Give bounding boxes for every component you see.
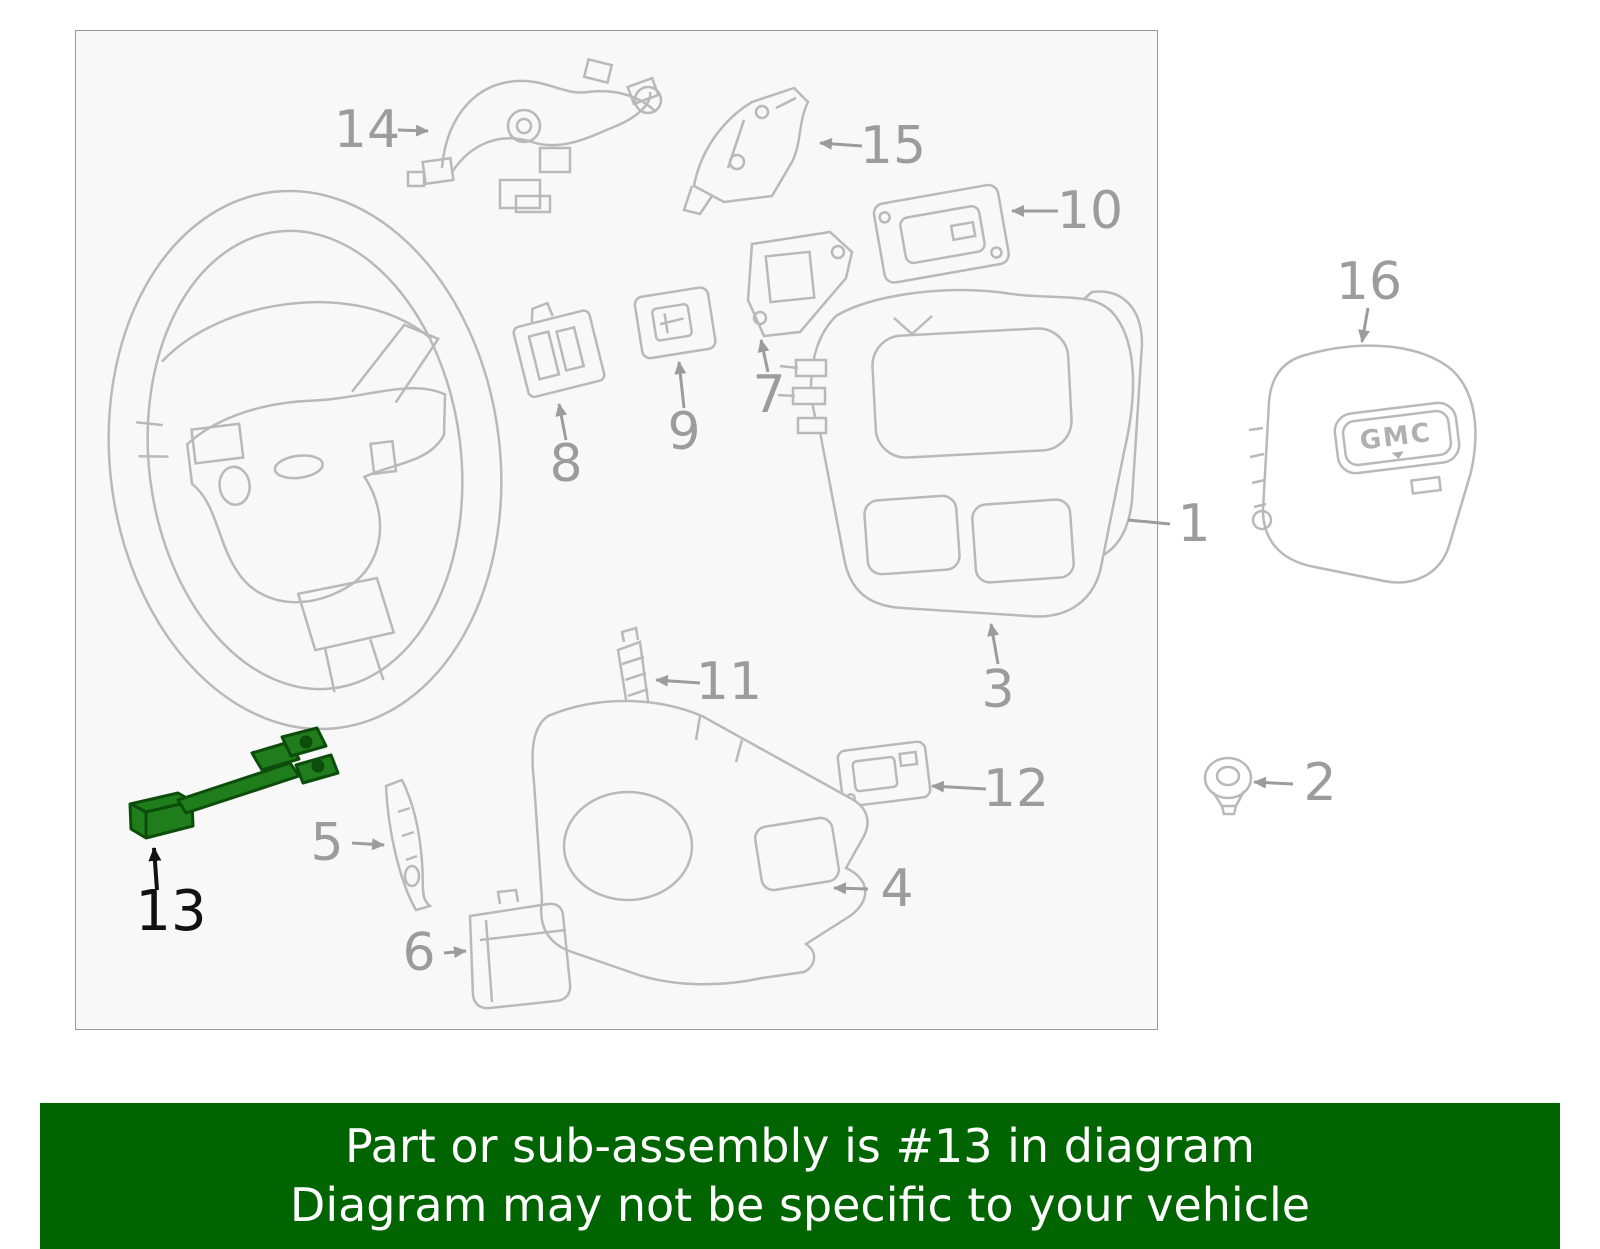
part-label-13-highlighted: 13	[135, 879, 207, 944]
part-label-12: 12	[982, 759, 1050, 819]
switch-9-drawing	[633, 286, 717, 360]
horn-pad-16-drawing: GMC	[1248, 344, 1477, 584]
bracket-7-drawing	[746, 230, 854, 338]
harness-13-highlight	[128, 726, 340, 840]
airbag-module-drawing	[777, 288, 1144, 618]
part-label-3: 3	[981, 660, 1015, 720]
blade-5-drawing	[384, 778, 433, 912]
diagram-line-art: GMC	[107, 57, 1477, 1010]
part-label-4: 4	[880, 859, 914, 919]
part-label-5: 5	[310, 813, 344, 873]
bracket-8-drawing	[512, 301, 606, 399]
part-label-6: 6	[402, 923, 436, 983]
banner-line-2: Diagram may not be specific to your vehi…	[289, 1178, 1311, 1232]
highlight-banner: Part or sub-assembly is #13 in diagram D…	[40, 1103, 1560, 1249]
wiring-harness-14-drawing	[406, 57, 663, 214]
part-label-7: 7	[752, 365, 786, 425]
part-label-8: 8	[549, 434, 583, 494]
label-arrows	[351, 124, 1370, 959]
cover-6-drawing	[468, 888, 572, 1010]
bracket-15-drawing	[682, 86, 810, 216]
part-label-10: 10	[1056, 181, 1124, 241]
gmc-emblem-text: GMC	[1358, 418, 1433, 457]
label-13-arrow	[148, 847, 162, 891]
module-10-drawing	[872, 183, 1010, 284]
screw-2-drawing	[1203, 756, 1253, 816]
part-label-15: 15	[859, 116, 927, 176]
part-label-14: 14	[333, 100, 401, 160]
part-label-1: 1	[1177, 494, 1211, 554]
trim-panel-4-drawing	[531, 699, 869, 986]
steering-wheel-drawing	[107, 189, 503, 731]
part-label-16: 16	[1335, 252, 1403, 312]
banner-line-1: Part or sub-assembly is #13 in diagram	[345, 1119, 1255, 1174]
part-label-2: 2	[1303, 753, 1337, 813]
part-label-9: 9	[667, 402, 701, 462]
part-label-11: 11	[695, 652, 763, 712]
